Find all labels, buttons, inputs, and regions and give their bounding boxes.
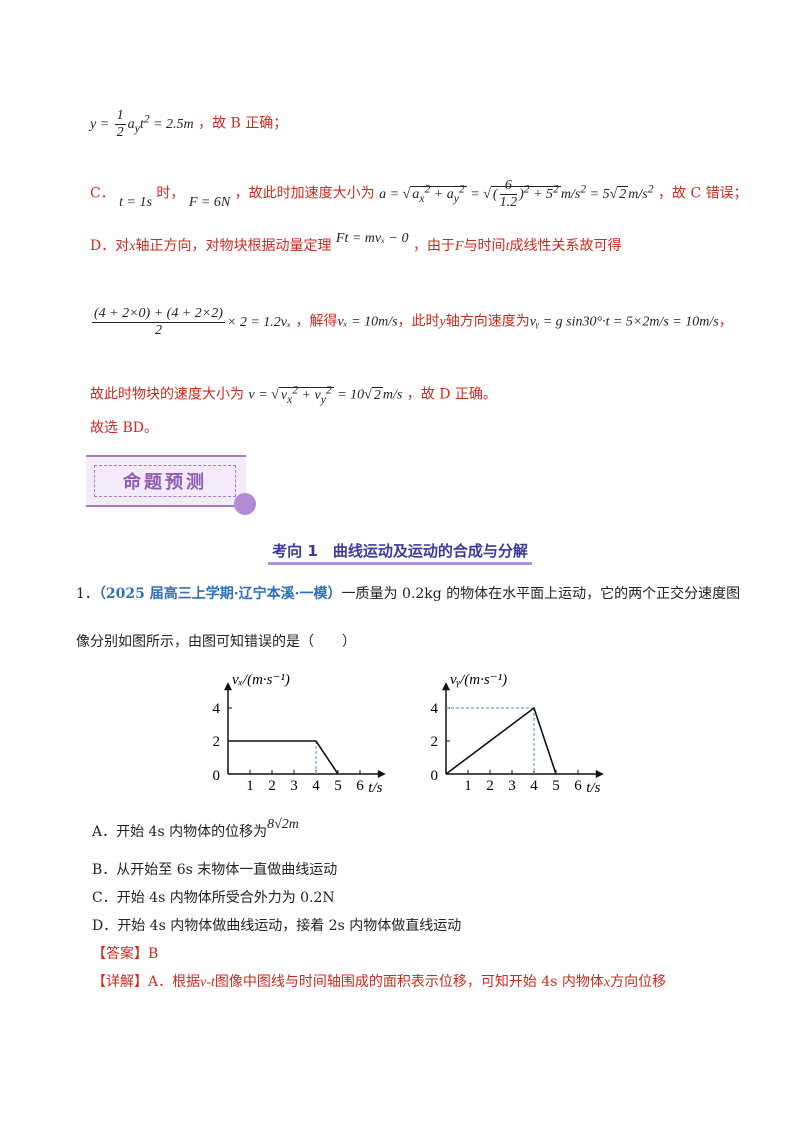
detail-tag: 【详解】 bbox=[92, 974, 148, 990]
x-tick-label: 1 bbox=[246, 778, 254, 794]
text-shi: 时， bbox=[156, 185, 185, 202]
text-mid: ，此时 bbox=[397, 313, 440, 330]
x-tick-label: 4 bbox=[530, 778, 538, 794]
var-y: y bbox=[439, 314, 446, 330]
var-F: F bbox=[455, 239, 464, 254]
conclusion-c: ，故 C 错误； bbox=[658, 185, 748, 202]
question-line1: 1．（2025 届高三上学期·辽宁本溪·一模）一质量为 0.2kg 的物体在水平… bbox=[76, 584, 740, 604]
option-a: A．开始 4s 内物体的位移为8√2m bbox=[92, 817, 299, 843]
formula-momentum: Ft = mvₓ − 0 bbox=[335, 231, 409, 246]
formula-F: F = 6N bbox=[188, 194, 231, 210]
conclusion-d: ，故 D 正确。 bbox=[406, 386, 497, 403]
y-tick-label: 4 bbox=[431, 701, 439, 717]
banner-dot-icon bbox=[234, 493, 256, 515]
text-end: ， bbox=[718, 313, 733, 330]
text-d-after2: 与时间 bbox=[463, 238, 506, 254]
option-a-label: A．开始 4s 内物体的位移为 bbox=[92, 824, 268, 840]
text-accel: ，故此时加速度大小为 bbox=[234, 185, 375, 202]
x-tick-label: 4 bbox=[312, 778, 320, 794]
x-tick-label: 2 bbox=[268, 778, 276, 794]
option-b: B．从开始至 6s 末物体一直做曲线运动 bbox=[92, 862, 338, 878]
x-axis-arrow-icon bbox=[595, 770, 604, 778]
text-solve: ，解得 bbox=[295, 313, 338, 330]
formula-impulse-avg: (4 + 2×0) + (4 + 2×2)2 × 2 = 1.2vₓ bbox=[90, 306, 291, 338]
solution-line-d: D．对x轴正方向，对物块根据动量定理 Ft = mvₓ − 0 ，由于F与时间t… bbox=[90, 231, 622, 257]
x-axis-arrow-icon bbox=[377, 770, 386, 778]
section-title: 考向 1 曲线运动及运动的合成与分解 bbox=[0, 540, 800, 565]
text-d-mid: 轴正方向，对物块根据动量定理 bbox=[135, 238, 332, 254]
banner-box: 命题预测 bbox=[86, 455, 246, 507]
option-a-formula: 8√2m bbox=[267, 817, 299, 832]
y-axis-arrow-icon bbox=[224, 682, 232, 691]
question-number: 1． bbox=[76, 586, 99, 602]
formula-t: t = 1s bbox=[119, 194, 152, 210]
formula-vy: vᵧ = g sin30°·t = 5×2m/s = 10m/s bbox=[529, 314, 719, 330]
section-title-text: 考向 1 曲线运动及运动的合成与分解 bbox=[268, 542, 532, 565]
x-tick-label: 6 bbox=[574, 778, 582, 794]
y-tick-label: 4 bbox=[213, 701, 221, 717]
option-c: C．开始 4s 内物体所受合外力为 0.2N bbox=[92, 890, 335, 906]
answer-tag: 【答案】 bbox=[92, 946, 148, 962]
x-axis-label: t/s bbox=[586, 780, 600, 796]
final-choice: 故选 BD。 bbox=[90, 420, 158, 436]
answer-value: B bbox=[148, 946, 159, 962]
prediction-banner: 命题预测 bbox=[86, 455, 256, 515]
text-d-after3: 成线性关系故可得 bbox=[509, 238, 622, 254]
text-speed: 故此时物块的速度大小为 bbox=[90, 386, 244, 403]
formula-vx: vₓ = 10m/s bbox=[337, 314, 398, 330]
x-tick-label: 5 bbox=[552, 778, 560, 794]
solution-line-eq: (4 + 2×0) + (4 + 2×2)2 × 2 = 1.2vₓ ，解得vₓ … bbox=[90, 306, 733, 339]
y-tick-label: 2 bbox=[213, 734, 221, 750]
series-line bbox=[445, 706, 557, 775]
x-tick-label: 3 bbox=[508, 778, 516, 794]
frac-denominator: 2 bbox=[154, 323, 162, 338]
text-mid2: 轴方向速度为 bbox=[445, 313, 530, 330]
question-line2: 像分别如图所示，由图可知错误的是（ ） bbox=[76, 634, 356, 650]
x-tick-label: 2 bbox=[486, 778, 494, 794]
question-text1: 一质量为 0.2kg 的物体在水平面上运动，它的两个正交分速度图 bbox=[341, 586, 741, 602]
formula-rest: × 2 = 1.2vₓ bbox=[226, 314, 291, 330]
x-tick-label: 5 bbox=[334, 778, 342, 794]
detail-text1: A．根据 bbox=[148, 974, 201, 990]
solution-line-c: C． t = 1s 时， F = 6N ，故此时加速度大小为 a = √ax2 … bbox=[90, 178, 748, 211]
detail-vt: v-t bbox=[200, 975, 215, 990]
var-t: t bbox=[505, 239, 510, 254]
option-d: D．开始 4s 内物体做曲线运动，接着 2s 内物体做直线运动 bbox=[92, 918, 462, 934]
question-source: （2025 届高三上学期·辽宁本溪·一模） bbox=[98, 586, 342, 602]
detail-text3: 方向位移 bbox=[610, 974, 667, 990]
x-tick-label: 1 bbox=[464, 778, 472, 794]
y-tick-label: 2 bbox=[431, 734, 439, 750]
series-line bbox=[228, 740, 339, 775]
detail-x: x bbox=[603, 975, 611, 990]
answer-line: 【答案】B bbox=[92, 944, 158, 964]
var-x: x bbox=[129, 239, 136, 254]
detail-text2: 图像中图线与时间轴围成的面积表示位移，可知开始 4s 内物体 bbox=[214, 974, 604, 990]
frac-numerator: (4 + 2×0) + (4 + 2×2) bbox=[92, 306, 225, 323]
origin-label: 0 bbox=[431, 768, 439, 784]
text-d-after1: ，由于 bbox=[413, 238, 455, 254]
y-axis-arrow-icon bbox=[442, 682, 450, 691]
text-d-prefix: D．对 bbox=[90, 238, 130, 254]
banner-label: 命题预测 bbox=[94, 465, 236, 497]
detail-line: 【详解】A．根据v-t图像中图线与时间轴围成的面积表示位移，可知开始 4s 内物… bbox=[92, 972, 666, 993]
x-tick-label: 6 bbox=[356, 778, 364, 794]
y-axis-label: vₓ/(m·s⁻¹) bbox=[232, 672, 290, 688]
label-c: C． bbox=[90, 185, 115, 202]
conclusion-b: ，故 B 正确； bbox=[198, 115, 288, 132]
x-axis-label: t/s bbox=[368, 780, 382, 796]
origin-label: 0 bbox=[213, 768, 221, 784]
y-axis-label: vᵧ/(m·s⁻¹) bbox=[450, 672, 507, 688]
x-tick-label: 3 bbox=[290, 778, 298, 794]
